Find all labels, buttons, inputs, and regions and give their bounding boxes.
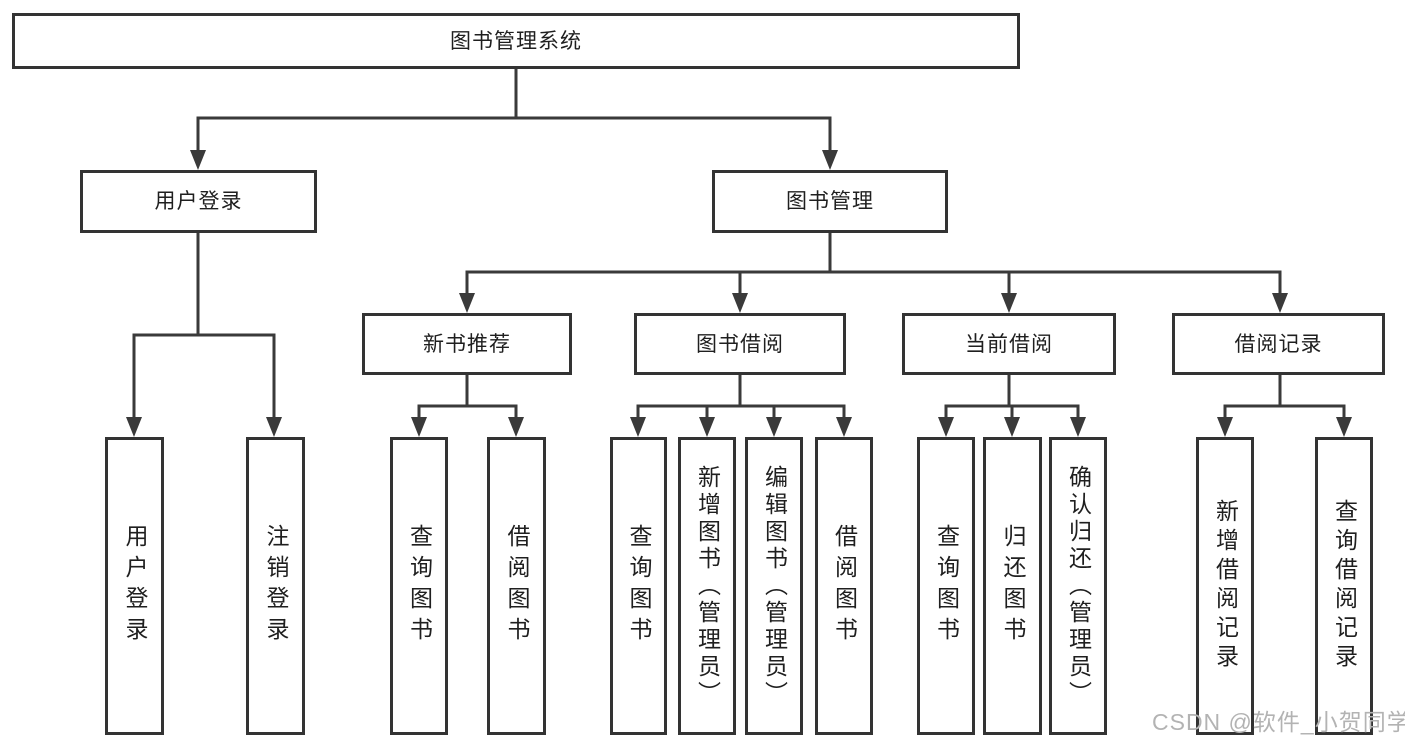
- node-new-book-recommend: 新书推荐: [362, 313, 572, 375]
- leaf-bb-query-books: 查询图书: [610, 437, 667, 735]
- node-current-borrowing: 当前借阅: [902, 313, 1116, 375]
- leaf-user-login: 用户登录: [105, 437, 164, 735]
- leaf-br-add-record: 新增借阅记录: [1196, 437, 1254, 735]
- leaf-br-query-record: 查询借阅记录: [1315, 437, 1373, 735]
- leaf-cb-query-books: 查询图书: [917, 437, 975, 735]
- leaf-cb-confirm-return-admin: 确认归还（管理员）: [1049, 437, 1107, 735]
- node-book-management: 图书管理: [712, 170, 948, 233]
- leaf-bb-edit-books-admin: 编辑图书（管理员）: [745, 437, 803, 735]
- csdn-watermark: CSDN @软件_小贺同学: [1152, 709, 1405, 735]
- leaf-bb-add-books-admin: 新增图书（管理员）: [678, 437, 736, 735]
- connector-group: [126, 68, 1352, 437]
- node-library-system: 图书管理系统: [12, 13, 1020, 69]
- node-borrow-records: 借阅记录: [1172, 313, 1385, 375]
- leaf-logout: 注销登录: [246, 437, 305, 735]
- node-user-login: 用户登录: [80, 170, 317, 233]
- leaf-rec-borrow-books: 借阅图书: [487, 437, 546, 735]
- leaf-cb-return-books: 归还图书: [983, 437, 1042, 735]
- leaf-rec-query-books: 查询图书: [390, 437, 448, 735]
- node-book-borrowing: 图书借阅: [634, 313, 846, 375]
- leaf-bb-borrow-books: 借阅图书: [815, 437, 873, 735]
